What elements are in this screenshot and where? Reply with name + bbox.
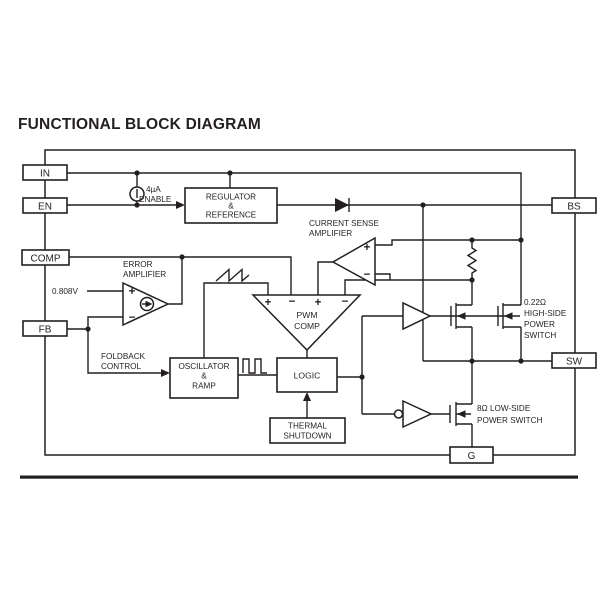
vref-label: 0.808V — [52, 287, 78, 296]
error-amp-minus: − — [129, 312, 136, 324]
sawtooth-icon — [215, 267, 250, 283]
pwm-input3-plus: + — [315, 297, 322, 309]
cs-amp-plus: + — [364, 242, 371, 254]
error-amp-ota-arrow-icon — [145, 300, 153, 308]
oscillator-label-1: OSCILLATOR — [178, 362, 229, 371]
ls-inverter-symbol — [402, 399, 433, 429]
ls-fet — [431, 361, 473, 447]
fb-wire — [67, 316, 163, 374]
pwm-label-2: COMP — [294, 321, 320, 331]
diode-icon — [335, 198, 349, 212]
wires — [67, 172, 552, 447]
pin-en-label: EN — [38, 202, 52, 213]
pin-bs-label: BS — [567, 202, 581, 213]
hs-driver-symbol — [402, 301, 432, 331]
hs-switch-label-2: HIGH-SIDE — [524, 309, 567, 318]
section-divider-rule — [20, 475, 578, 479]
hs-sense-fet — [450, 280, 473, 361]
regulator-label-1: REGULATOR — [206, 193, 256, 202]
cs-amp-label-1: CURRENT SENSE — [309, 219, 379, 228]
oscillator-label-2: & — [201, 372, 207, 381]
current-source-label: 4µA — [146, 185, 161, 194]
in-rail-wire — [67, 172, 522, 305]
foldback-label-1: FOLDBACK — [101, 352, 146, 361]
current-sense-amp-symbol — [331, 236, 376, 287]
oscillator-label-3: RAMP — [192, 382, 216, 391]
page-title: FUNCTIONAL BLOCK DIAGRAM — [18, 116, 261, 133]
sense-resistor — [466, 240, 478, 280]
ramp-wire — [203, 282, 269, 358]
enable-label: ENABLE — [139, 195, 172, 204]
thermal-arrow-icon — [303, 392, 311, 401]
pin-bs-box — [551, 197, 597, 214]
pin-g-label: G — [468, 451, 476, 462]
ic-boundary — [44, 149, 576, 456]
error-amp-plus: + — [129, 286, 136, 298]
comp-wire — [69, 256, 292, 295]
pin-in-label: IN — [40, 169, 50, 180]
pin-fb-label: FB — [39, 325, 52, 336]
enable-arrow-icon — [176, 201, 185, 209]
thermal-block — [269, 417, 346, 444]
error-amp-out-wire — [168, 257, 183, 305]
hs-switch-label-3: POWER — [524, 320, 555, 329]
cs-plus-wire — [375, 239, 521, 246]
thermal-label-1: THERMAL — [288, 422, 328, 431]
junction-dots — [85, 170, 524, 380]
oscillator-block — [169, 357, 239, 399]
pin-fb-box — [22, 320, 68, 337]
ls-inverter-bubble-icon — [393, 409, 404, 419]
squarewave-icon — [242, 358, 267, 374]
pin-boxes — [21, 164, 597, 464]
logic-block — [276, 357, 338, 393]
pin-comp-box — [21, 249, 70, 266]
cs-amp-label-2: AMPLIFIER — [309, 229, 352, 238]
error-amp-label-1: ERROR — [123, 260, 153, 269]
pin-sw-label: SW — [566, 357, 583, 368]
logic-label: LOGIC — [294, 371, 321, 381]
pwm-comparator-symbol — [251, 294, 362, 352]
logic-out-wire — [337, 315, 403, 415]
ls-switch-label-2: POWER SWITCH — [477, 416, 543, 425]
pwm-label-1: PWM — [296, 310, 317, 320]
cs-amp-minus: − — [364, 269, 371, 281]
pwm-input2-minus: − — [289, 296, 296, 308]
pwm-input1-plus: + — [265, 297, 272, 309]
foldback-arrow-icon — [161, 369, 170, 377]
regulator-label-2: & — [228, 202, 234, 211]
pin-en-box — [22, 197, 68, 214]
hs-switch-label-1: 0.22Ω — [524, 298, 546, 307]
hs-fet2-body-arrow-icon — [504, 312, 513, 320]
pin-sw-box — [551, 352, 597, 369]
cs-out-wire — [317, 261, 333, 295]
regulator-block — [184, 187, 278, 224]
ls-switch-label-1: 8Ω LOW-SIDE — [477, 404, 531, 413]
cs-minus-wire — [344, 273, 472, 295]
thermal-label-2: SHUTDOWN — [283, 432, 331, 441]
pin-g-box — [449, 446, 494, 464]
pin-in-box — [22, 164, 68, 181]
error-amp-label-2: AMPLIFIER — [123, 270, 166, 279]
pin-comp-label: COMP — [31, 254, 61, 265]
hs-switch-label-4: SWITCH — [524, 331, 556, 340]
hs-main-fet — [497, 303, 522, 361]
pwm-input4-minus: − — [342, 296, 349, 308]
regulator-label-3: REFERENCE — [206, 211, 257, 220]
ls-fet-body-arrow-icon — [457, 410, 466, 418]
hs-fet1-body-arrow-icon — [457, 312, 466, 320]
foldback-label-2: CONTROL — [101, 362, 141, 371]
